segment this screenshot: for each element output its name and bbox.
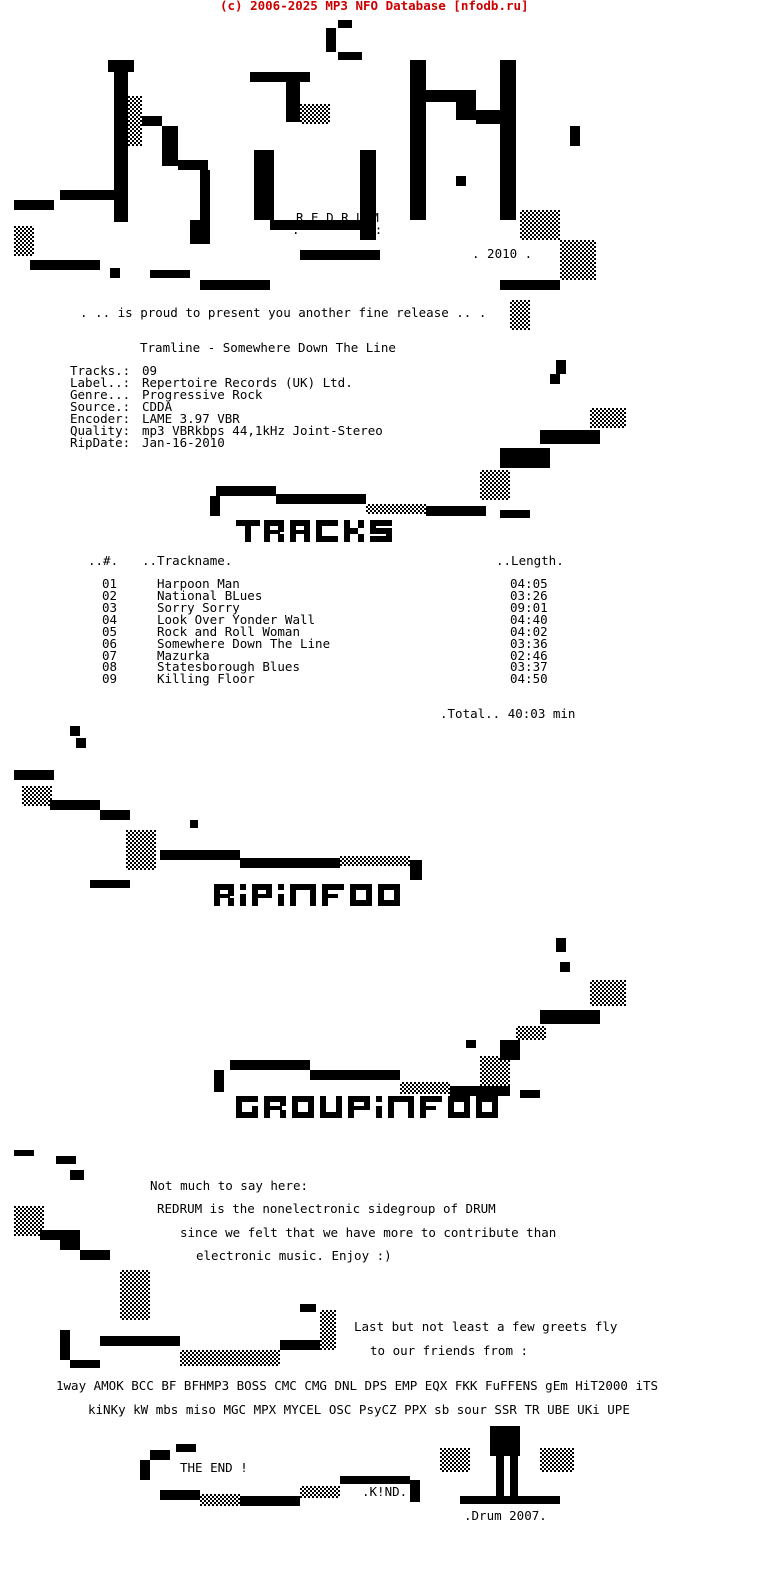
info-key: Tracks.: bbox=[70, 363, 131, 378]
kind-signature: .K!ND. bbox=[362, 1484, 408, 1499]
site-header: (c) 2006-2025 MP3 NFO Database [nfodb.ru… bbox=[220, 0, 529, 13]
track-number: 06 bbox=[102, 636, 118, 651]
the-end-swirl-art bbox=[140, 1426, 574, 1506]
track-name: Mazurka bbox=[157, 648, 210, 663]
track-number: 08 bbox=[102, 659, 118, 674]
track-name: Harpoon Man bbox=[157, 576, 240, 591]
tracklist-header-length: ..Length. bbox=[496, 553, 564, 568]
total-length: .Total.. 40:03 min bbox=[440, 706, 576, 721]
track-number: 03 bbox=[102, 600, 118, 615]
greets-line-2: kiNKy kW mbs miso MGC MPX MYCEL OSC PsyC… bbox=[88, 1402, 630, 1417]
track-length: 04:05 bbox=[510, 576, 548, 591]
info-key: Genre... bbox=[70, 387, 131, 402]
the-end-text: THE END ! bbox=[180, 1460, 248, 1475]
info-value: 09 bbox=[142, 363, 158, 378]
track-number: 01 bbox=[102, 576, 118, 591]
track-number: 04 bbox=[102, 612, 118, 627]
track-name: Somewhere Down The Line bbox=[157, 636, 331, 651]
group-line-1: Not much to say here: bbox=[150, 1178, 309, 1193]
ripinfo-swirl-art bbox=[14, 726, 422, 888]
info-key: Source.: bbox=[70, 399, 131, 414]
info-value: Progressive Rock bbox=[142, 387, 263, 402]
logo-colons: : : bbox=[292, 222, 383, 237]
intro-line: . .. is proud to present you another fin… bbox=[80, 305, 487, 320]
track-length: 03:37 bbox=[510, 659, 548, 674]
group-line-4: electronic music. Enjoy :) bbox=[196, 1248, 392, 1263]
ripinfo-title-blocks bbox=[214, 884, 400, 906]
track-name: Sorry Sorry bbox=[157, 600, 240, 615]
tracks-swirl-art bbox=[210, 360, 626, 518]
track-number: 02 bbox=[102, 588, 118, 603]
info-key: Encoder: bbox=[70, 411, 131, 426]
track-length: 03:26 bbox=[510, 588, 548, 603]
track-length: 04:50 bbox=[510, 671, 548, 686]
info-value: CDDA bbox=[142, 399, 173, 414]
info-value: mp3 VBRkbps 44,1kHz Joint-Stereo bbox=[142, 423, 383, 438]
logo-name: R E D R U M bbox=[296, 210, 379, 225]
tracklist-header-num: ..#. bbox=[88, 553, 119, 568]
track-length: 03:36 bbox=[510, 636, 548, 651]
track-length: 09:01 bbox=[510, 600, 548, 615]
track-name: National BLues bbox=[157, 588, 263, 603]
info-key: RipDate: bbox=[70, 435, 131, 450]
logo-year: . 2010 . bbox=[472, 246, 533, 261]
greets-intro-1: Last but not least a few greets fly bbox=[354, 1319, 618, 1334]
info-key: Quality: bbox=[70, 423, 131, 438]
track-name: Statesborough Blues bbox=[157, 659, 300, 674]
info-value: Repertoire Records (UK) Ltd. bbox=[142, 375, 353, 390]
info-value: LAME 3.97 VBR bbox=[142, 411, 240, 426]
track-number: 07 bbox=[102, 648, 118, 663]
tracklist-header-name: ..Trackname. bbox=[142, 553, 233, 568]
track-number: 09 bbox=[102, 671, 118, 686]
group-line-3: since we felt that we have more to contr… bbox=[180, 1225, 557, 1240]
track-length: 04:40 bbox=[510, 612, 548, 627]
greets-line-1: 1way AMOK BCC BF BFHMP3 BOSS CMC CMG DNL… bbox=[56, 1378, 659, 1393]
groupinfo-title-blocks bbox=[236, 1096, 498, 1118]
track-number: 05 bbox=[102, 624, 118, 639]
group-text-swirl-art bbox=[14, 1150, 336, 1368]
tracks-title-blocks bbox=[236, 520, 392, 542]
group-line-2: REDRUM is the nonelectronic sidegroup of… bbox=[157, 1201, 496, 1216]
release-title: Tramline - Somewhere Down The Line bbox=[140, 340, 396, 355]
info-key: Label..: bbox=[70, 375, 131, 390]
info-value: Jan-16-2010 bbox=[142, 435, 225, 450]
track-length: 04:02 bbox=[510, 624, 548, 639]
groupinfo-swirl-art bbox=[214, 938, 626, 1098]
drum-signature: .Drum 2007. bbox=[464, 1508, 547, 1523]
greets-intro-2: to our friends from : bbox=[370, 1343, 529, 1358]
track-name: Rock and Roll Woman bbox=[157, 624, 300, 639]
redrum-logo-art bbox=[14, 20, 596, 330]
track-length: 02:46 bbox=[510, 648, 548, 663]
track-name: Look Over Yonder Wall bbox=[157, 612, 316, 627]
track-name: Killing Floor bbox=[157, 671, 255, 686]
